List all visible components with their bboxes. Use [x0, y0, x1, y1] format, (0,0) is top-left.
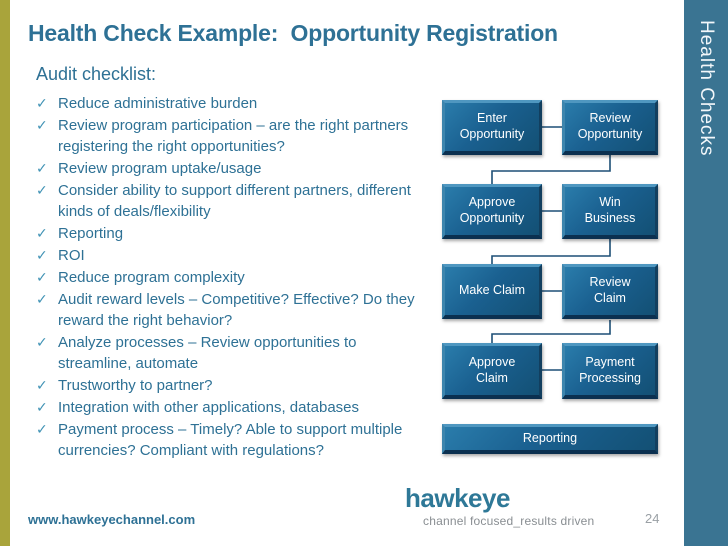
checklist-item-text: Payment process – Timely? Able to suppor… [58, 421, 403, 459]
flow-box-label: Approve Opportunity [459, 195, 525, 225]
hawkeye-logo: hawkeye channel focused_results driven [405, 485, 594, 528]
side-tab-label: Health Checks [696, 20, 717, 157]
flow-box-win-business: Win Business [562, 184, 658, 239]
checklist-item-text: Trustworthy to partner? [58, 377, 213, 394]
connector-win-makeclaim [491, 239, 611, 264]
checklist-item: ✓ Audit reward levels – Competitive? Eff… [36, 289, 436, 331]
checklist-item: ✓ ROI [36, 245, 436, 266]
checklist-heading: Audit checklist: [36, 64, 157, 84]
checklist-item: ✓ Analyze processes – Review opportuniti… [36, 332, 436, 374]
checklist-item: ✓ Review program participation – are the… [36, 115, 436, 157]
flow-box-payment-processing: Payment Processing [562, 343, 658, 399]
hawkeye-logo-tagline: channel focused_results driven [423, 514, 595, 528]
checkmark-icon: ✓ [36, 334, 48, 350]
flow-box-label: Win Business [584, 195, 636, 225]
checklist-item: ✓ Consider ability to support different … [36, 180, 436, 222]
flow-box-label: Review Opportunity [577, 111, 643, 141]
flow-box-reporting: Reporting [442, 424, 658, 454]
flow-box-label: Approve Claim [468, 354, 516, 385]
checkmark-icon: ✓ [36, 377, 48, 393]
flow-box-label: Review Claim [589, 275, 631, 305]
flow-box-review-opportunity: Review Opportunity [562, 100, 658, 155]
flow-box-label: Make Claim [459, 283, 525, 298]
checkmark-icon: ✓ [36, 182, 48, 198]
connector-review-approve [491, 155, 611, 184]
website-link[interactable]: www.hawkeyechannel.com [28, 512, 196, 527]
checklist-item-text: ROI [58, 247, 85, 264]
page-number: 24 [645, 511, 660, 526]
hawkeye-logo-word: hawkeye [405, 483, 510, 513]
slide-title: Health Check Example: Opportunity Regist… [28, 20, 558, 46]
connector-reviewclaim-approveclaim [491, 320, 611, 343]
health-checks-side-tab: Health Checks [684, 0, 728, 546]
checklist-item-text: Review program participation – are the r… [58, 117, 409, 155]
flow-box-label: Payment Processing [579, 354, 641, 385]
opportunity-flowchart: Enter Opportunity Review Opportunity App… [440, 98, 662, 458]
checkmark-icon: ✓ [36, 399, 48, 415]
flow-box-approve-opportunity: Approve Opportunity [442, 184, 542, 239]
checklist-item: ✓ Reduce administrative burden [36, 93, 436, 114]
flow-connectors [491, 126, 611, 371]
audit-checklist: Audit checklist: ✓ Reduce administrative… [36, 64, 436, 462]
checklist-item-text: Analyze processes – Review opportunities… [58, 334, 357, 372]
checkmark-icon: ✓ [36, 247, 48, 263]
checklist-item-text: Reduce program complexity [58, 269, 245, 286]
checkmark-icon: ✓ [36, 225, 48, 241]
flow-box-approve-claim: Approve Claim [442, 343, 542, 399]
checklist-item: ✓ Review program uptake/usage [36, 158, 436, 179]
checklist-item: ✓ Trustworthy to partner? [36, 375, 436, 396]
checkmark-icon: ✓ [36, 269, 48, 285]
checklist-items: ✓ Reduce administrative burden ✓ Review … [36, 93, 436, 461]
checkmark-icon: ✓ [36, 160, 48, 176]
checkmark-icon: ✓ [36, 117, 48, 133]
checklist-item-text: Audit reward levels – Competitive? Effec… [58, 291, 415, 329]
checklist-item: ✓ Reporting [36, 223, 436, 244]
flow-box-label: Enter Opportunity [459, 111, 525, 141]
checklist-item: ✓ Payment process – Timely? Able to supp… [36, 419, 436, 461]
flow-box-label: Reporting [522, 430, 578, 445]
flow-box-enter-opportunity: Enter Opportunity [442, 100, 542, 155]
flow-box-review-claim: Review Claim [562, 264, 658, 319]
checklist-item-text: Reduce administrative burden [58, 95, 258, 112]
checklist-item: ✓ Reduce program complexity [36, 267, 436, 288]
checklist-item: ✓ Integration with other applications, d… [36, 397, 436, 418]
flow-box-make-claim: Make Claim [442, 264, 542, 319]
checklist-item-text: Review program uptake/usage [58, 160, 262, 177]
checkmark-icon: ✓ [36, 421, 48, 437]
left-accent-stripe [0, 0, 10, 546]
checklist-item-text: Consider ability to support different pa… [58, 182, 411, 220]
checkmark-icon: ✓ [36, 291, 48, 307]
checklist-item-text: Integration with other applications, dat… [58, 399, 360, 416]
checkmark-icon: ✓ [36, 95, 48, 111]
checklist-item-text: Reporting [58, 225, 124, 242]
